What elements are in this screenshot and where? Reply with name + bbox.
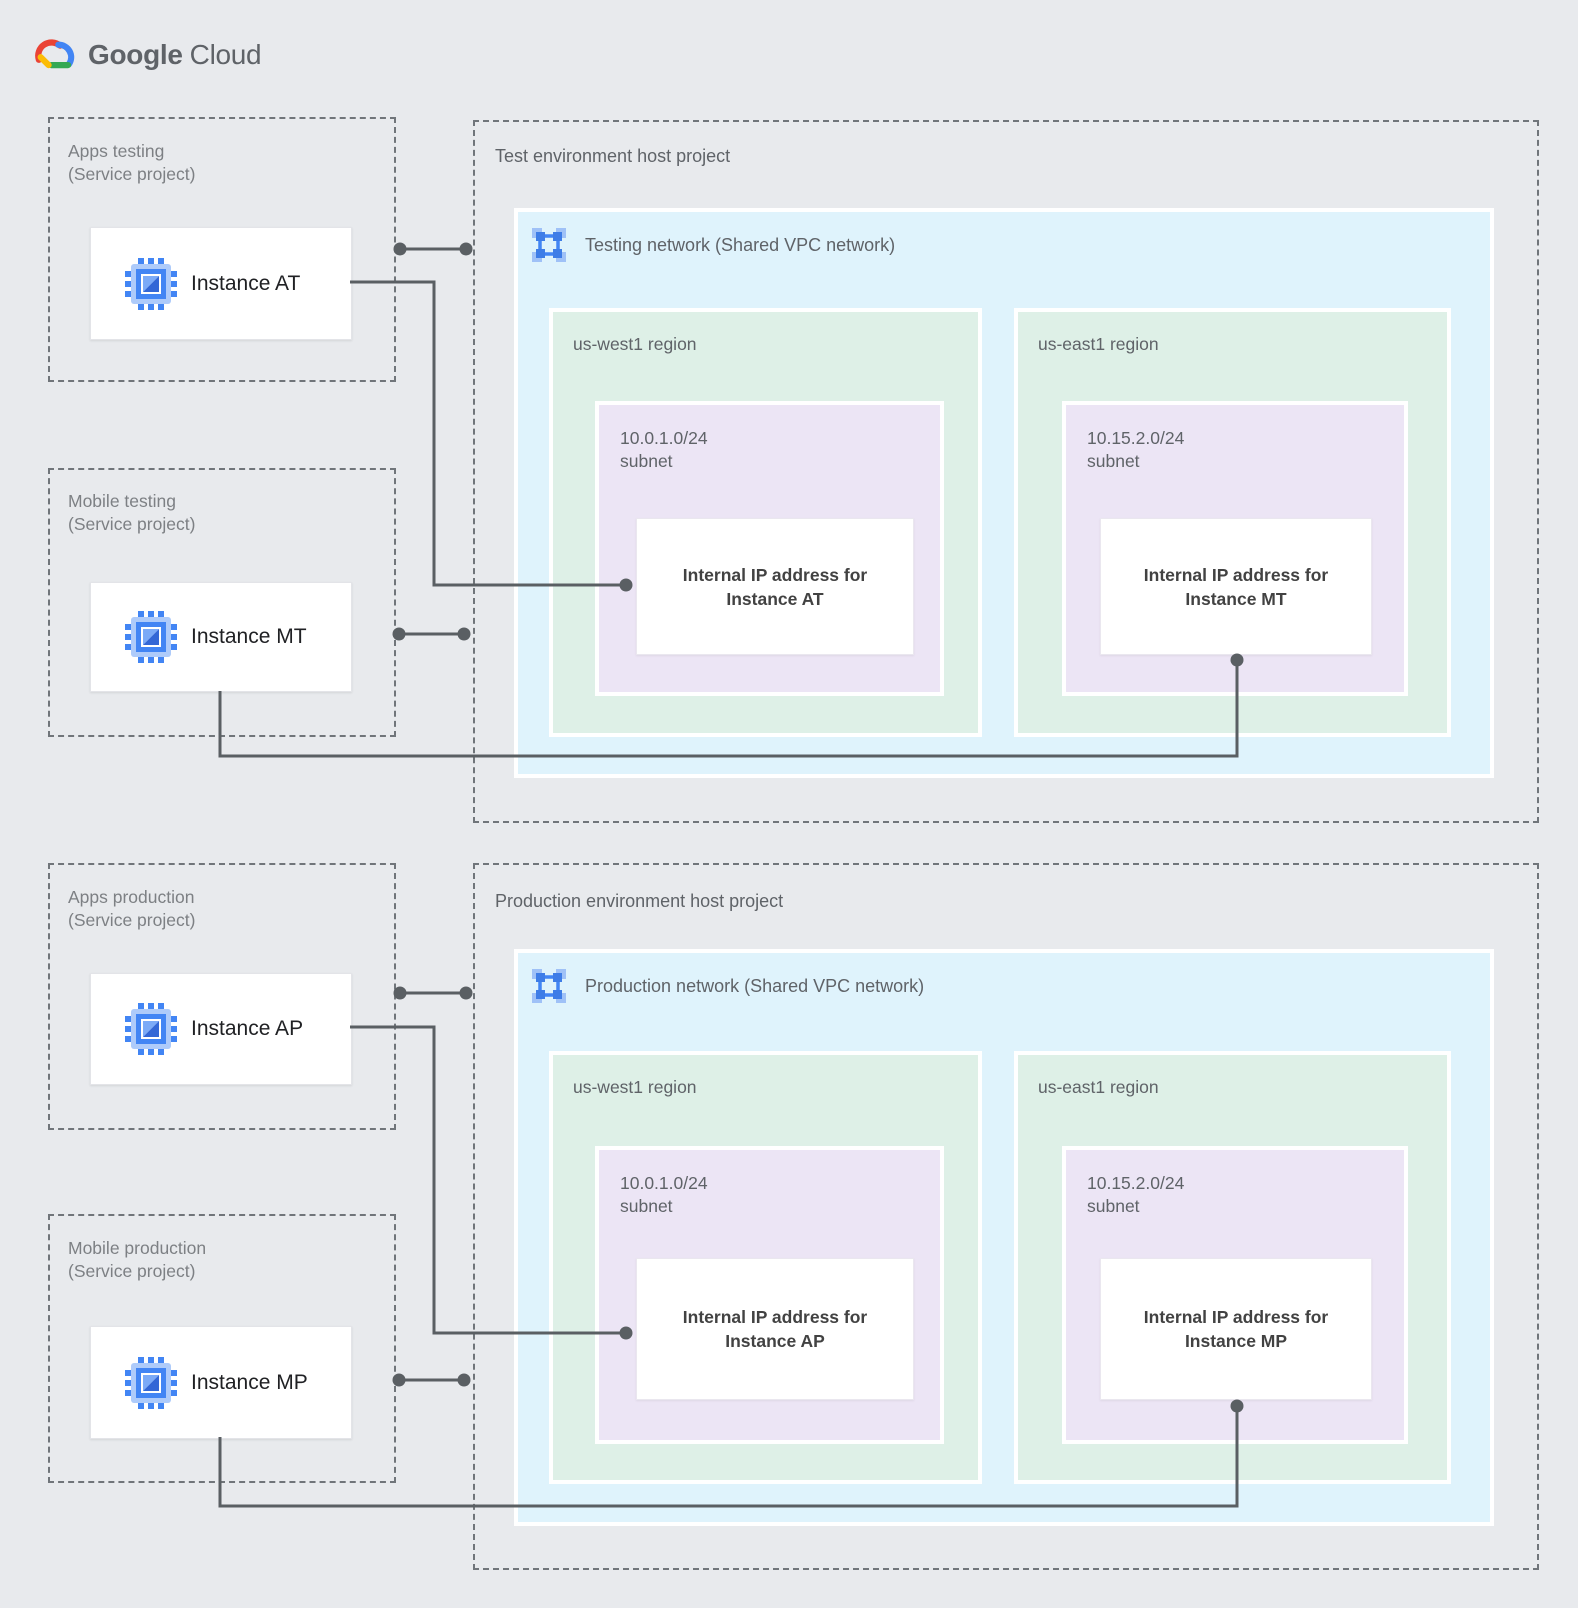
- connector-dot: [457, 1373, 471, 1387]
- connector-dot: [459, 242, 473, 256]
- instance-mt-card: Instance MT: [90, 582, 352, 692]
- logo-product: Cloud: [189, 38, 262, 70]
- ip-text-line2: Instance AP: [725, 1331, 825, 1351]
- network-label: Testing network (Shared VPC network): [585, 235, 896, 255]
- instance-mp-card: Instance MP: [90, 1326, 352, 1439]
- subnet-word: subnet: [1087, 1196, 1140, 1216]
- network-label: Production network (Shared VPC network): [585, 976, 925, 996]
- service-project-label: Apps production (Service project): [68, 886, 195, 932]
- project-name: Apps production: [68, 887, 195, 907]
- instance-label: Instance MP: [191, 1370, 308, 1394]
- ip-text-line2: Instance MT: [1185, 588, 1287, 609]
- project-kind: (Service project): [68, 164, 196, 184]
- logo-brand: Google: [88, 38, 183, 70]
- project-name: Mobile testing: [68, 491, 176, 511]
- subnet-cidr: 10.15.2.0/24: [1087, 428, 1185, 448]
- project-name: Apps testing: [68, 141, 165, 161]
- subnet-cidr: 10.15.2.0/24: [1087, 1173, 1185, 1193]
- service-project-label: Mobile testing (Service project): [68, 490, 195, 536]
- host-project-label: Test environment host project: [495, 146, 731, 166]
- vpc-network-icon: [532, 969, 566, 1003]
- internal-ip-card-instance-ap: Internal IP address for Instance AP: [636, 1258, 914, 1400]
- subnet-cidr: 10.0.1.0/24: [620, 1173, 708, 1193]
- instance-label: Instance MT: [191, 625, 307, 648]
- project-kind: (Service project): [68, 514, 196, 534]
- instance-label: Instance AT: [191, 271, 301, 295]
- connector-dot: [457, 627, 471, 641]
- internal-ip-card-instance-mp: Internal IP address for Instance MP: [1100, 1258, 1372, 1400]
- ip-text-line1: Internal IP address for: [1143, 564, 1329, 585]
- project-name: Mobile production: [68, 1238, 207, 1258]
- region-label: us-west1 region: [573, 1077, 697, 1097]
- ip-text-line2: Instance AT: [726, 588, 824, 609]
- subnet-label: 10.0.1.0/24 subnet: [620, 427, 708, 473]
- ip-text-line1: Internal IP address for: [682, 564, 868, 585]
- internal-ip-card-instance-at: Internal IP address for Instance AT: [636, 518, 914, 655]
- subnet-cidr: 10.0.1.0/24: [620, 428, 708, 448]
- project-kind: (Service project): [68, 1261, 196, 1281]
- vpc-network-icon: [532, 228, 566, 262]
- region-label: us-east1 region: [1038, 334, 1159, 354]
- compute-engine-icon: [125, 257, 177, 310]
- internal-ip-card-instance-mt: Internal IP address for Instance MT: [1100, 518, 1372, 655]
- google-cloud-logo-icon: [35, 39, 75, 69]
- region-label: us-west1 region: [573, 334, 697, 354]
- ip-text-line1: Internal IP address for: [1143, 1307, 1329, 1327]
- subnet-label: 10.15.2.0/24 subnet: [1087, 1172, 1184, 1218]
- compute-engine-icon: [125, 1003, 177, 1055]
- region-label: us-east1 region: [1038, 1077, 1159, 1097]
- subnet-word: subnet: [620, 451, 673, 471]
- instance-at-card: Instance AT: [90, 227, 352, 340]
- service-project-label: Mobile production (Service project): [68, 1237, 206, 1283]
- subnet-label: 10.15.2.0/24 subnet: [1087, 427, 1184, 473]
- compute-engine-icon: [125, 1356, 177, 1409]
- ip-text-line2: Instance MP: [1184, 1331, 1288, 1351]
- instance-label: Instance AP: [191, 1017, 304, 1040]
- service-project-label: Apps testing (Service project): [68, 140, 195, 186]
- subnet-label: 10.0.1.0/24 subnet: [620, 1172, 708, 1218]
- connector-dot: [459, 986, 473, 1000]
- subnet-word: subnet: [620, 1196, 673, 1216]
- project-kind: (Service project): [68, 910, 196, 930]
- instance-ap-card: Instance AP: [90, 973, 352, 1085]
- subnet-word: subnet: [1087, 451, 1140, 471]
- ip-text-line1: Internal IP address for: [682, 1307, 868, 1327]
- compute-engine-icon: [125, 611, 177, 663]
- host-project-label: Production environment host project: [495, 891, 784, 911]
